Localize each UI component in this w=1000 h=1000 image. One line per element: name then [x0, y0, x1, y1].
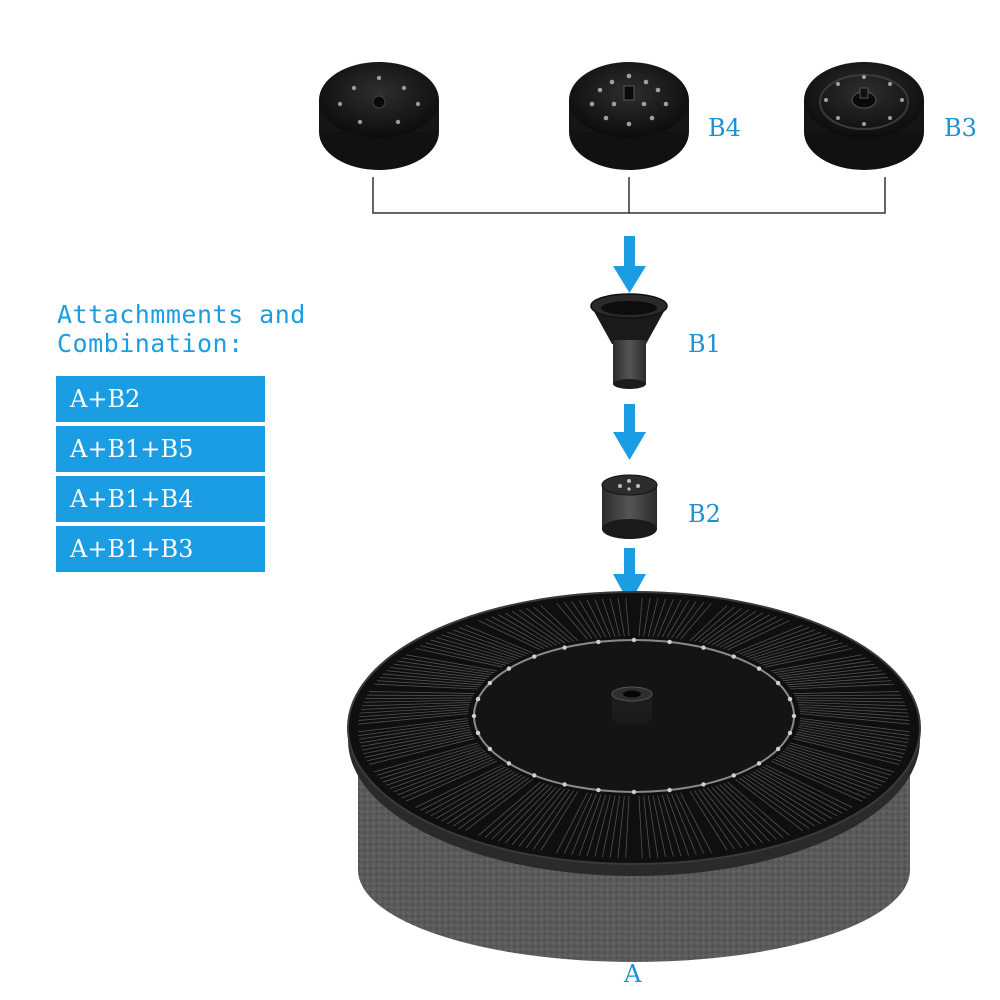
- label-a: A: [624, 960, 642, 988]
- nozzle-cap-b4: [569, 62, 689, 170]
- funnel-adapter-b1: [590, 293, 668, 389]
- heading-line-1: Attachmments and: [57, 300, 306, 329]
- heading-line-2: Combination:: [57, 329, 244, 358]
- arrow-down-3: [613, 548, 646, 604]
- label-b3: B3: [944, 114, 977, 142]
- combination-item: A+B1+B3: [56, 526, 265, 572]
- nozzle-cap-b5: [319, 62, 439, 170]
- spray-nozzle-b2: [601, 474, 658, 539]
- combination-item: A+B1+B4: [56, 476, 265, 522]
- label-b1: B1: [688, 330, 721, 358]
- combination-item: A+B1+B5: [56, 426, 265, 472]
- combination-list: A+B2 A+B1+B5 A+B1+B4 A+B1+B3: [56, 376, 265, 576]
- nozzle-cap-b3: [804, 62, 924, 170]
- combination-heading: Attachmments and Combination:: [57, 300, 357, 358]
- label-b2: B2: [688, 500, 721, 528]
- combination-item: A+B2: [56, 376, 265, 422]
- arrow-down-1: [613, 236, 646, 293]
- solar-fountain-panel-a: [347, 591, 921, 962]
- nozzle-bracket: [372, 177, 886, 214]
- label-b4: B4: [708, 114, 741, 142]
- arrow-down-2: [613, 404, 646, 460]
